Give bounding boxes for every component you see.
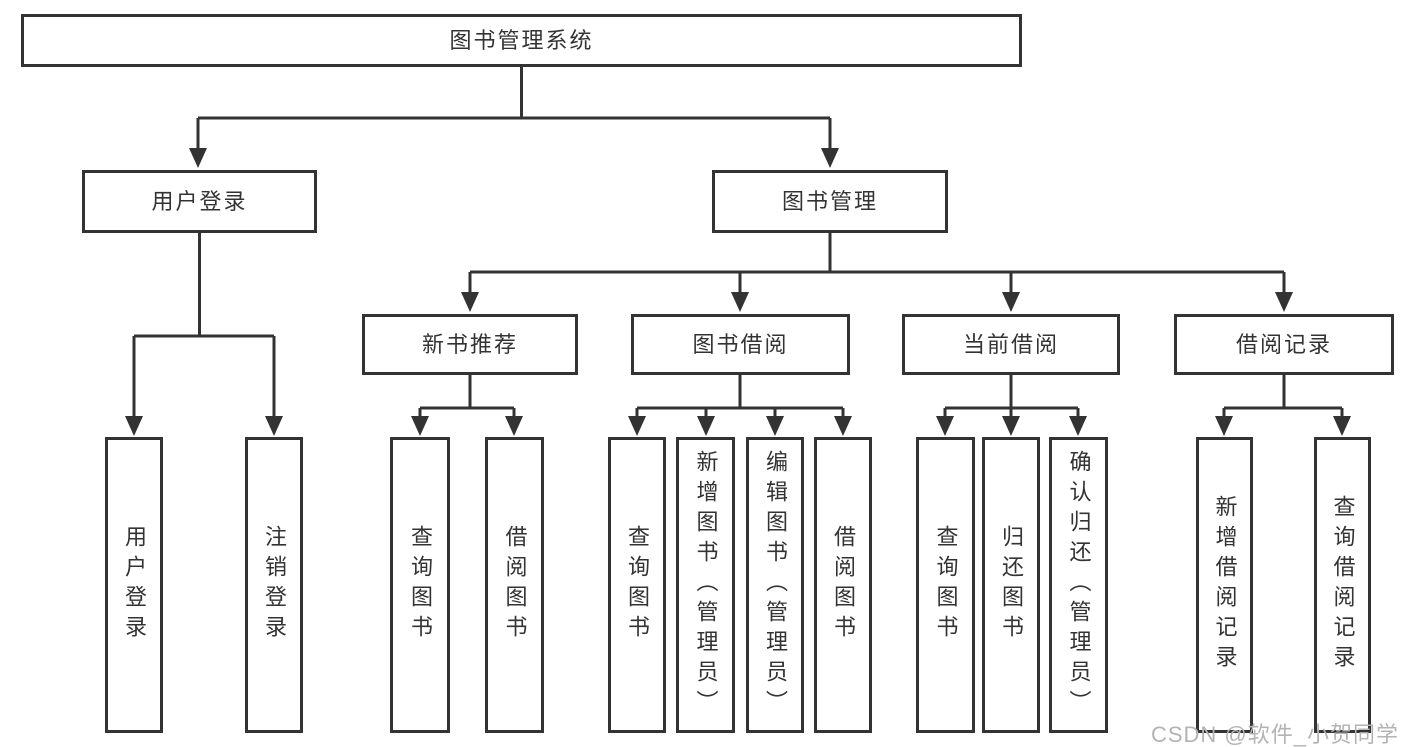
node-current-borrow: 当前借阅 xyxy=(902,314,1120,375)
leaf-borrow-book-recommend-label: 借阅图书 xyxy=(502,525,528,645)
leaf-return-book-label: 归还图书 xyxy=(999,525,1024,645)
leaf-user-login-label: 用户登录 xyxy=(122,525,147,645)
node-new-book-recommend: 新书推荐 xyxy=(362,314,578,375)
arrowhead xyxy=(1333,416,1351,436)
arrowhead xyxy=(628,416,646,436)
arrowhead xyxy=(731,292,749,312)
node-new-book-recommend-label: 新书推荐 xyxy=(421,331,518,357)
leaf-borrow-book-borrow: 借阅图书 xyxy=(814,437,872,733)
node-book-management: 图书管理 xyxy=(712,170,948,233)
arrowhead xyxy=(766,416,784,436)
connector-path xyxy=(132,67,1344,420)
node-root-label: 图书管理系统 xyxy=(449,27,594,53)
leaf-add-book-admin-label: 新增图书（管理员） xyxy=(693,450,719,720)
leaf-user-login: 用户登录 xyxy=(105,437,163,733)
leaf-edit-book-admin: 编辑图书（管理员） xyxy=(746,437,804,733)
arrowhead xyxy=(189,148,207,168)
arrowhead xyxy=(411,416,429,436)
leaf-add-borrow-record: 新增借阅记录 xyxy=(1196,437,1253,733)
leaf-logout-login: 注销登录 xyxy=(245,437,303,733)
leaf-edit-book-admin-label: 编辑图书（管理员） xyxy=(763,450,788,720)
leaf-query-borrow-record: 查询借阅记录 xyxy=(1314,437,1371,733)
node-book-borrow-label: 图书借阅 xyxy=(692,331,789,357)
node-borrow-records: 借阅记录 xyxy=(1174,314,1394,375)
arrowhead xyxy=(834,416,852,436)
leaf-confirm-return-admin: 确认归还（管理员） xyxy=(1049,437,1108,733)
leaf-query-borrow-record-label: 查询借阅记录 xyxy=(1330,495,1356,675)
leaf-query-book-current-label: 查询图书 xyxy=(933,525,959,645)
arrowhead xyxy=(1069,416,1087,436)
arrowhead xyxy=(936,416,954,436)
leaf-query-book-borrow: 查询图书 xyxy=(608,437,666,733)
leaf-borrow-book-borrow-label: 借阅图书 xyxy=(831,525,856,645)
leaf-query-book-recommend-label: 查询图书 xyxy=(408,525,433,645)
arrowhead xyxy=(461,292,479,312)
arrowhead xyxy=(821,148,839,168)
leaf-add-book-admin: 新增图书（管理员） xyxy=(676,437,735,733)
arrowheads xyxy=(125,148,1351,436)
leaf-confirm-return-admin-label: 确认归还（管理员） xyxy=(1066,450,1092,720)
leaf-add-borrow-record-label: 新增借阅记录 xyxy=(1212,495,1238,675)
leaf-borrow-book-recommend: 借阅图书 xyxy=(485,437,544,733)
leaf-query-book-current: 查询图书 xyxy=(916,437,975,733)
node-user-login: 用户登录 xyxy=(82,170,317,233)
arrowhead xyxy=(125,416,143,436)
leaf-query-book-recommend: 查询图书 xyxy=(390,437,450,733)
leaf-logout-login-label: 注销登录 xyxy=(262,525,287,645)
arrowhead xyxy=(1002,416,1020,436)
arrowhead xyxy=(505,416,523,436)
node-book-management-label: 图书管理 xyxy=(781,188,878,214)
node-current-borrow-label: 当前借阅 xyxy=(962,331,1059,357)
watermark: CSDN @软件_小贺同学 xyxy=(1150,722,1399,747)
node-book-borrow: 图书借阅 xyxy=(631,314,850,375)
arrowhead xyxy=(1215,416,1233,436)
leaf-query-book-borrow-label: 查询图书 xyxy=(625,525,650,645)
arrowhead xyxy=(1275,292,1293,312)
node-root: 图书管理系统 xyxy=(21,14,1022,67)
arrowhead xyxy=(697,416,715,436)
arrowhead xyxy=(1002,292,1020,312)
arrowhead xyxy=(265,416,283,436)
node-borrow-records-label: 借阅记录 xyxy=(1235,331,1332,357)
node-user-login-label: 用户登录 xyxy=(151,188,248,214)
leaf-return-book: 归还图书 xyxy=(982,437,1040,733)
